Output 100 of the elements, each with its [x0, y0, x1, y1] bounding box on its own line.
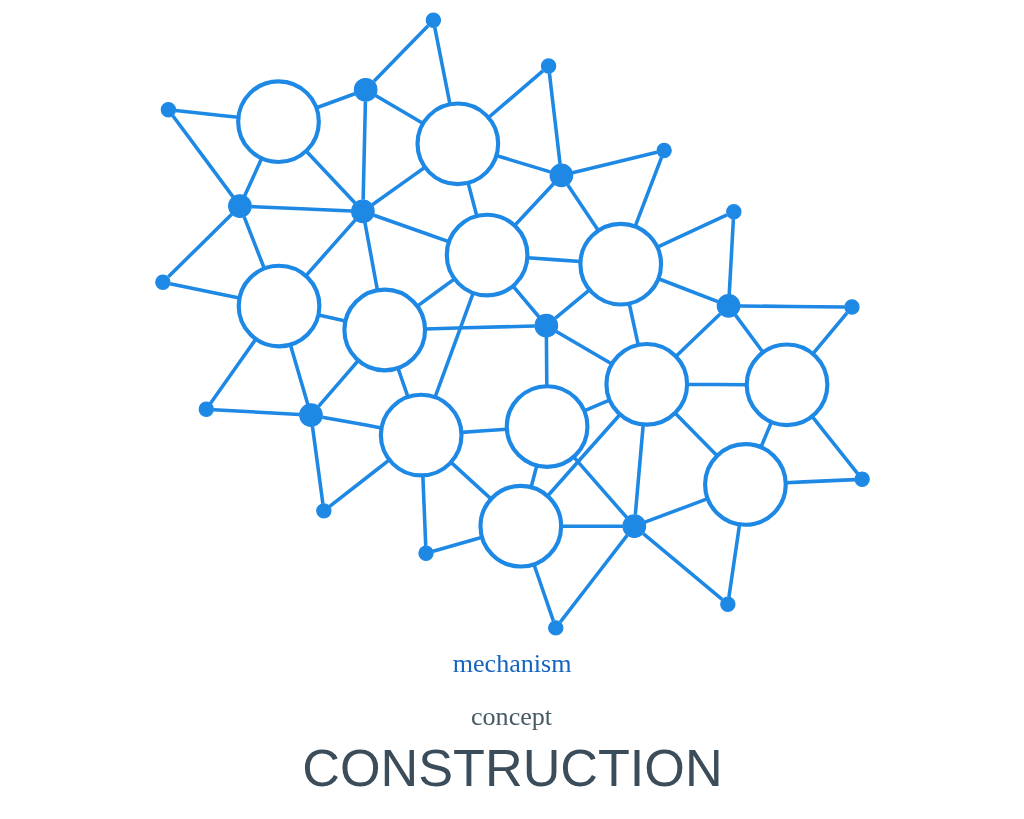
connector	[242, 216, 266, 269]
connector	[544, 336, 549, 387]
connector	[733, 314, 764, 354]
connector	[726, 218, 735, 295]
connector	[686, 382, 747, 387]
connector	[304, 149, 356, 205]
connector	[174, 108, 239, 120]
node-dot	[198, 401, 214, 417]
node-dot	[547, 620, 563, 636]
node-circle	[341, 287, 427, 373]
connector	[633, 156, 663, 227]
connector	[433, 292, 475, 398]
node-circle	[378, 392, 464, 478]
node-circle	[702, 442, 788, 527]
node-dot	[227, 194, 252, 218]
connector	[372, 24, 429, 83]
connector	[304, 218, 357, 277]
connector	[372, 213, 449, 244]
connector	[288, 344, 309, 405]
connector	[317, 313, 346, 323]
connector	[316, 359, 359, 408]
connector	[416, 277, 455, 308]
connector	[656, 213, 728, 249]
node-dot	[549, 163, 573, 188]
connector	[242, 157, 263, 197]
node-dot	[533, 313, 558, 338]
node-circle	[477, 483, 563, 569]
node-dot	[621, 514, 646, 539]
connector	[511, 285, 540, 319]
connector	[432, 535, 482, 553]
node-dot	[716, 293, 740, 318]
node-dot	[425, 12, 441, 29]
connector	[362, 222, 379, 291]
label: mechanism	[452, 649, 572, 679]
node-dot	[298, 403, 323, 427]
connector	[726, 524, 741, 598]
connector	[560, 524, 623, 528]
connector	[759, 421, 773, 448]
connector	[739, 304, 845, 309]
connector	[250, 204, 352, 213]
node-dot	[719, 596, 736, 612]
connector	[170, 114, 234, 198]
node-dot	[160, 102, 176, 118]
node-dot	[540, 58, 556, 74]
connector	[166, 212, 233, 278]
node-dot	[350, 199, 375, 224]
connector	[657, 277, 718, 304]
connector	[461, 427, 507, 435]
node-circle	[504, 384, 589, 469]
node-dot	[853, 471, 870, 488]
connector	[565, 183, 600, 232]
node-dot	[843, 299, 860, 315]
node-dot	[154, 274, 171, 290]
diagram-title: CONSTRUCTION	[301, 738, 723, 797]
connector	[465, 182, 478, 217]
connector	[553, 288, 591, 320]
connector	[810, 415, 859, 475]
node-circle	[744, 342, 829, 428]
connector	[208, 338, 257, 405]
connector	[169, 281, 240, 300]
connector	[360, 101, 367, 200]
connector	[526, 256, 581, 264]
connector	[529, 465, 539, 488]
connector	[420, 475, 427, 546]
connector	[674, 312, 721, 358]
connector	[395, 367, 410, 398]
node-dot	[417, 545, 434, 561]
connector	[673, 411, 718, 457]
connector	[315, 92, 355, 110]
node-circle	[235, 79, 321, 165]
connector	[328, 458, 390, 508]
connector	[571, 150, 657, 175]
connector	[212, 407, 299, 417]
connector	[641, 532, 723, 601]
connector	[554, 329, 612, 366]
label: concept	[470, 701, 552, 731]
connector	[572, 456, 628, 519]
connector	[547, 73, 562, 165]
connector	[424, 324, 535, 331]
node-dot	[725, 204, 741, 220]
connector	[512, 182, 555, 227]
connector	[449, 461, 492, 501]
connector	[432, 26, 452, 105]
node-circle	[444, 212, 529, 298]
connector	[310, 426, 325, 504]
connector	[633, 424, 645, 515]
node-dot	[315, 503, 332, 519]
connector	[321, 415, 382, 430]
node-circle	[236, 263, 321, 349]
connector	[811, 311, 848, 355]
node-circle	[577, 221, 663, 307]
connector	[374, 94, 424, 125]
node-circle	[603, 341, 689, 427]
connector	[785, 477, 855, 485]
node-dot	[353, 77, 378, 102]
node-circle	[414, 101, 500, 187]
connector	[370, 165, 426, 207]
node-dot	[655, 142, 672, 159]
connector	[558, 534, 629, 623]
connector	[583, 398, 610, 413]
